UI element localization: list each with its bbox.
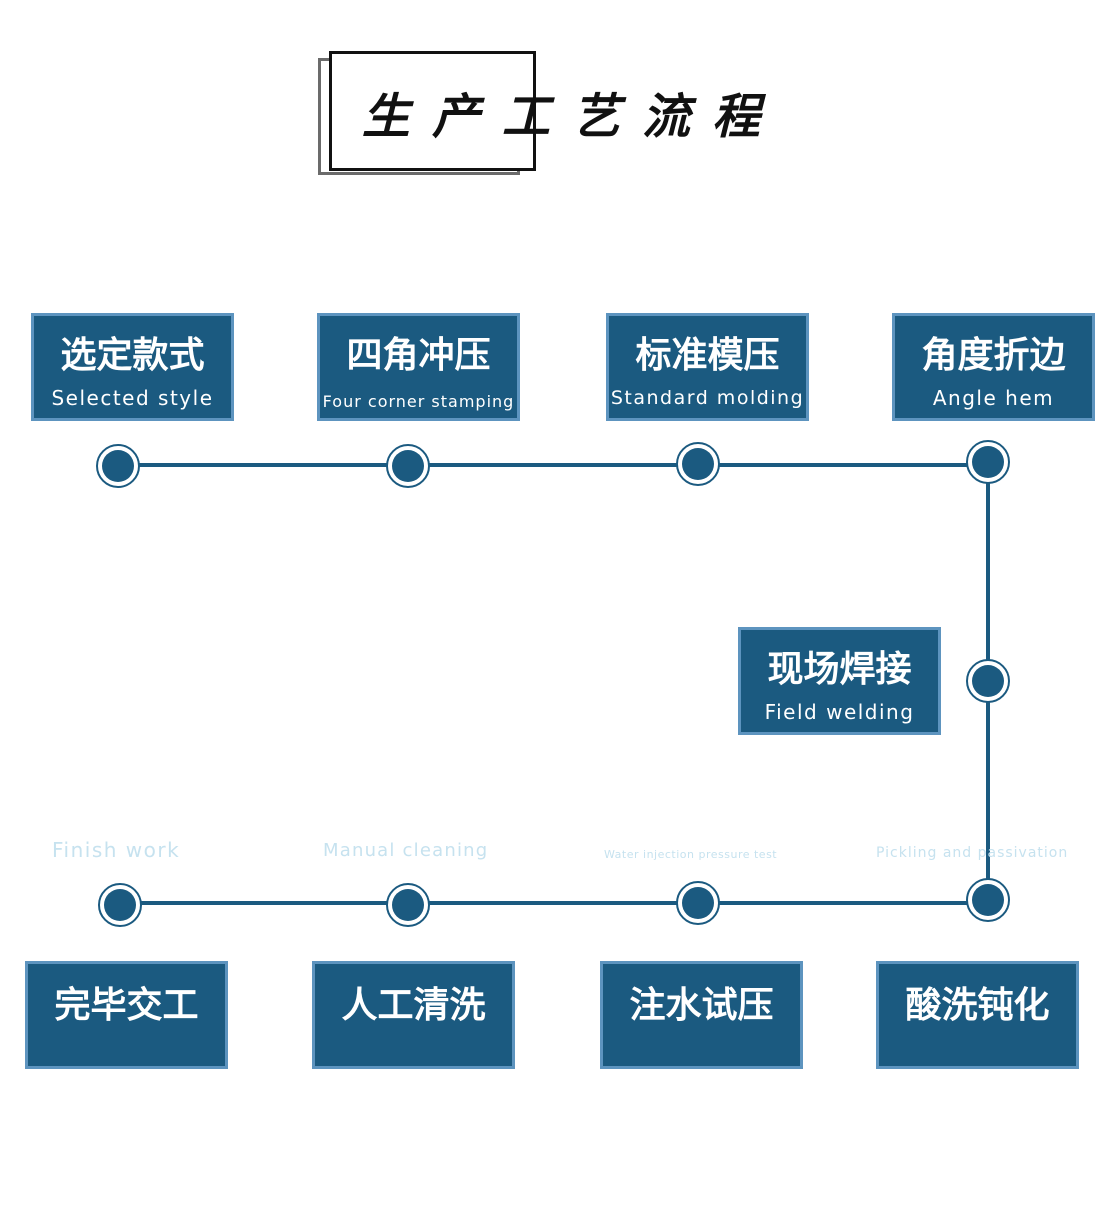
page-title: 生产工艺流程: [362, 89, 783, 145]
step-label-zh: 注水试压: [629, 985, 774, 1026]
step-label-zh: 完毕交工: [54, 985, 199, 1026]
step-label-en-pickling-passivation: Pickling and passivation: [876, 845, 1069, 861]
step-box-field-welding: 现场焊接 Field welding: [738, 627, 941, 735]
step-label-zh: 人工清洗: [341, 985, 486, 1026]
step-label-en: Angle hem: [932, 386, 1055, 410]
step-box-four-corner-stamping: 四角冲压 Four corner stamping: [317, 313, 520, 421]
connector-top-row: [118, 463, 988, 467]
step-node-angle-hem: [966, 440, 1010, 484]
step-label-en: Selected style: [51, 386, 214, 410]
step-label-zh: 现场焊接: [767, 649, 912, 690]
step-node-manual-cleaning: [386, 883, 430, 927]
step-box-finish-work: 完毕交工: [25, 961, 228, 1069]
step-label-zh: 酸洗钝化: [905, 985, 1050, 1026]
step-box-manual-cleaning: 人工清洗: [312, 961, 515, 1069]
step-label-en: Four corner stamping: [322, 392, 515, 411]
step-label-en-manual-cleaning: Manual cleaning: [323, 840, 489, 861]
connector-bottom-row: [120, 901, 990, 905]
step-box-water-injection-test: 注水试压: [600, 961, 803, 1069]
step-node-selected-style: [96, 444, 140, 488]
step-label-zh: 标准模压: [635, 335, 780, 376]
step-node-four-corner-stamping: [386, 444, 430, 488]
step-label-en: Field welding: [764, 700, 915, 724]
step-node-pickling-passivation: [966, 878, 1010, 922]
step-label-zh: 四角冲压: [346, 335, 491, 376]
step-node-water-injection-test: [676, 881, 720, 925]
step-node-field-welding: [966, 659, 1010, 703]
title-frame-front: [329, 51, 536, 171]
step-label-zh: 选定款式: [60, 335, 205, 376]
step-box-standard-molding: 标准模压 Standard molding: [606, 313, 809, 421]
step-box-pickling-passivation: 酸洗钝化: [876, 961, 1079, 1069]
step-box-angle-hem: 角度折边 Angle hem: [892, 313, 1095, 421]
step-node-finish-work: [98, 883, 142, 927]
step-node-standard-molding: [676, 442, 720, 486]
step-label-en-finish-work: Finish work: [52, 838, 181, 862]
step-label-zh: 角度折边: [921, 335, 1066, 376]
step-label-en: Standard molding: [610, 387, 805, 409]
step-box-selected-style: 选定款式 Selected style: [31, 313, 234, 421]
step-label-en-water-injection-test: Water injection pressure test: [604, 848, 778, 861]
